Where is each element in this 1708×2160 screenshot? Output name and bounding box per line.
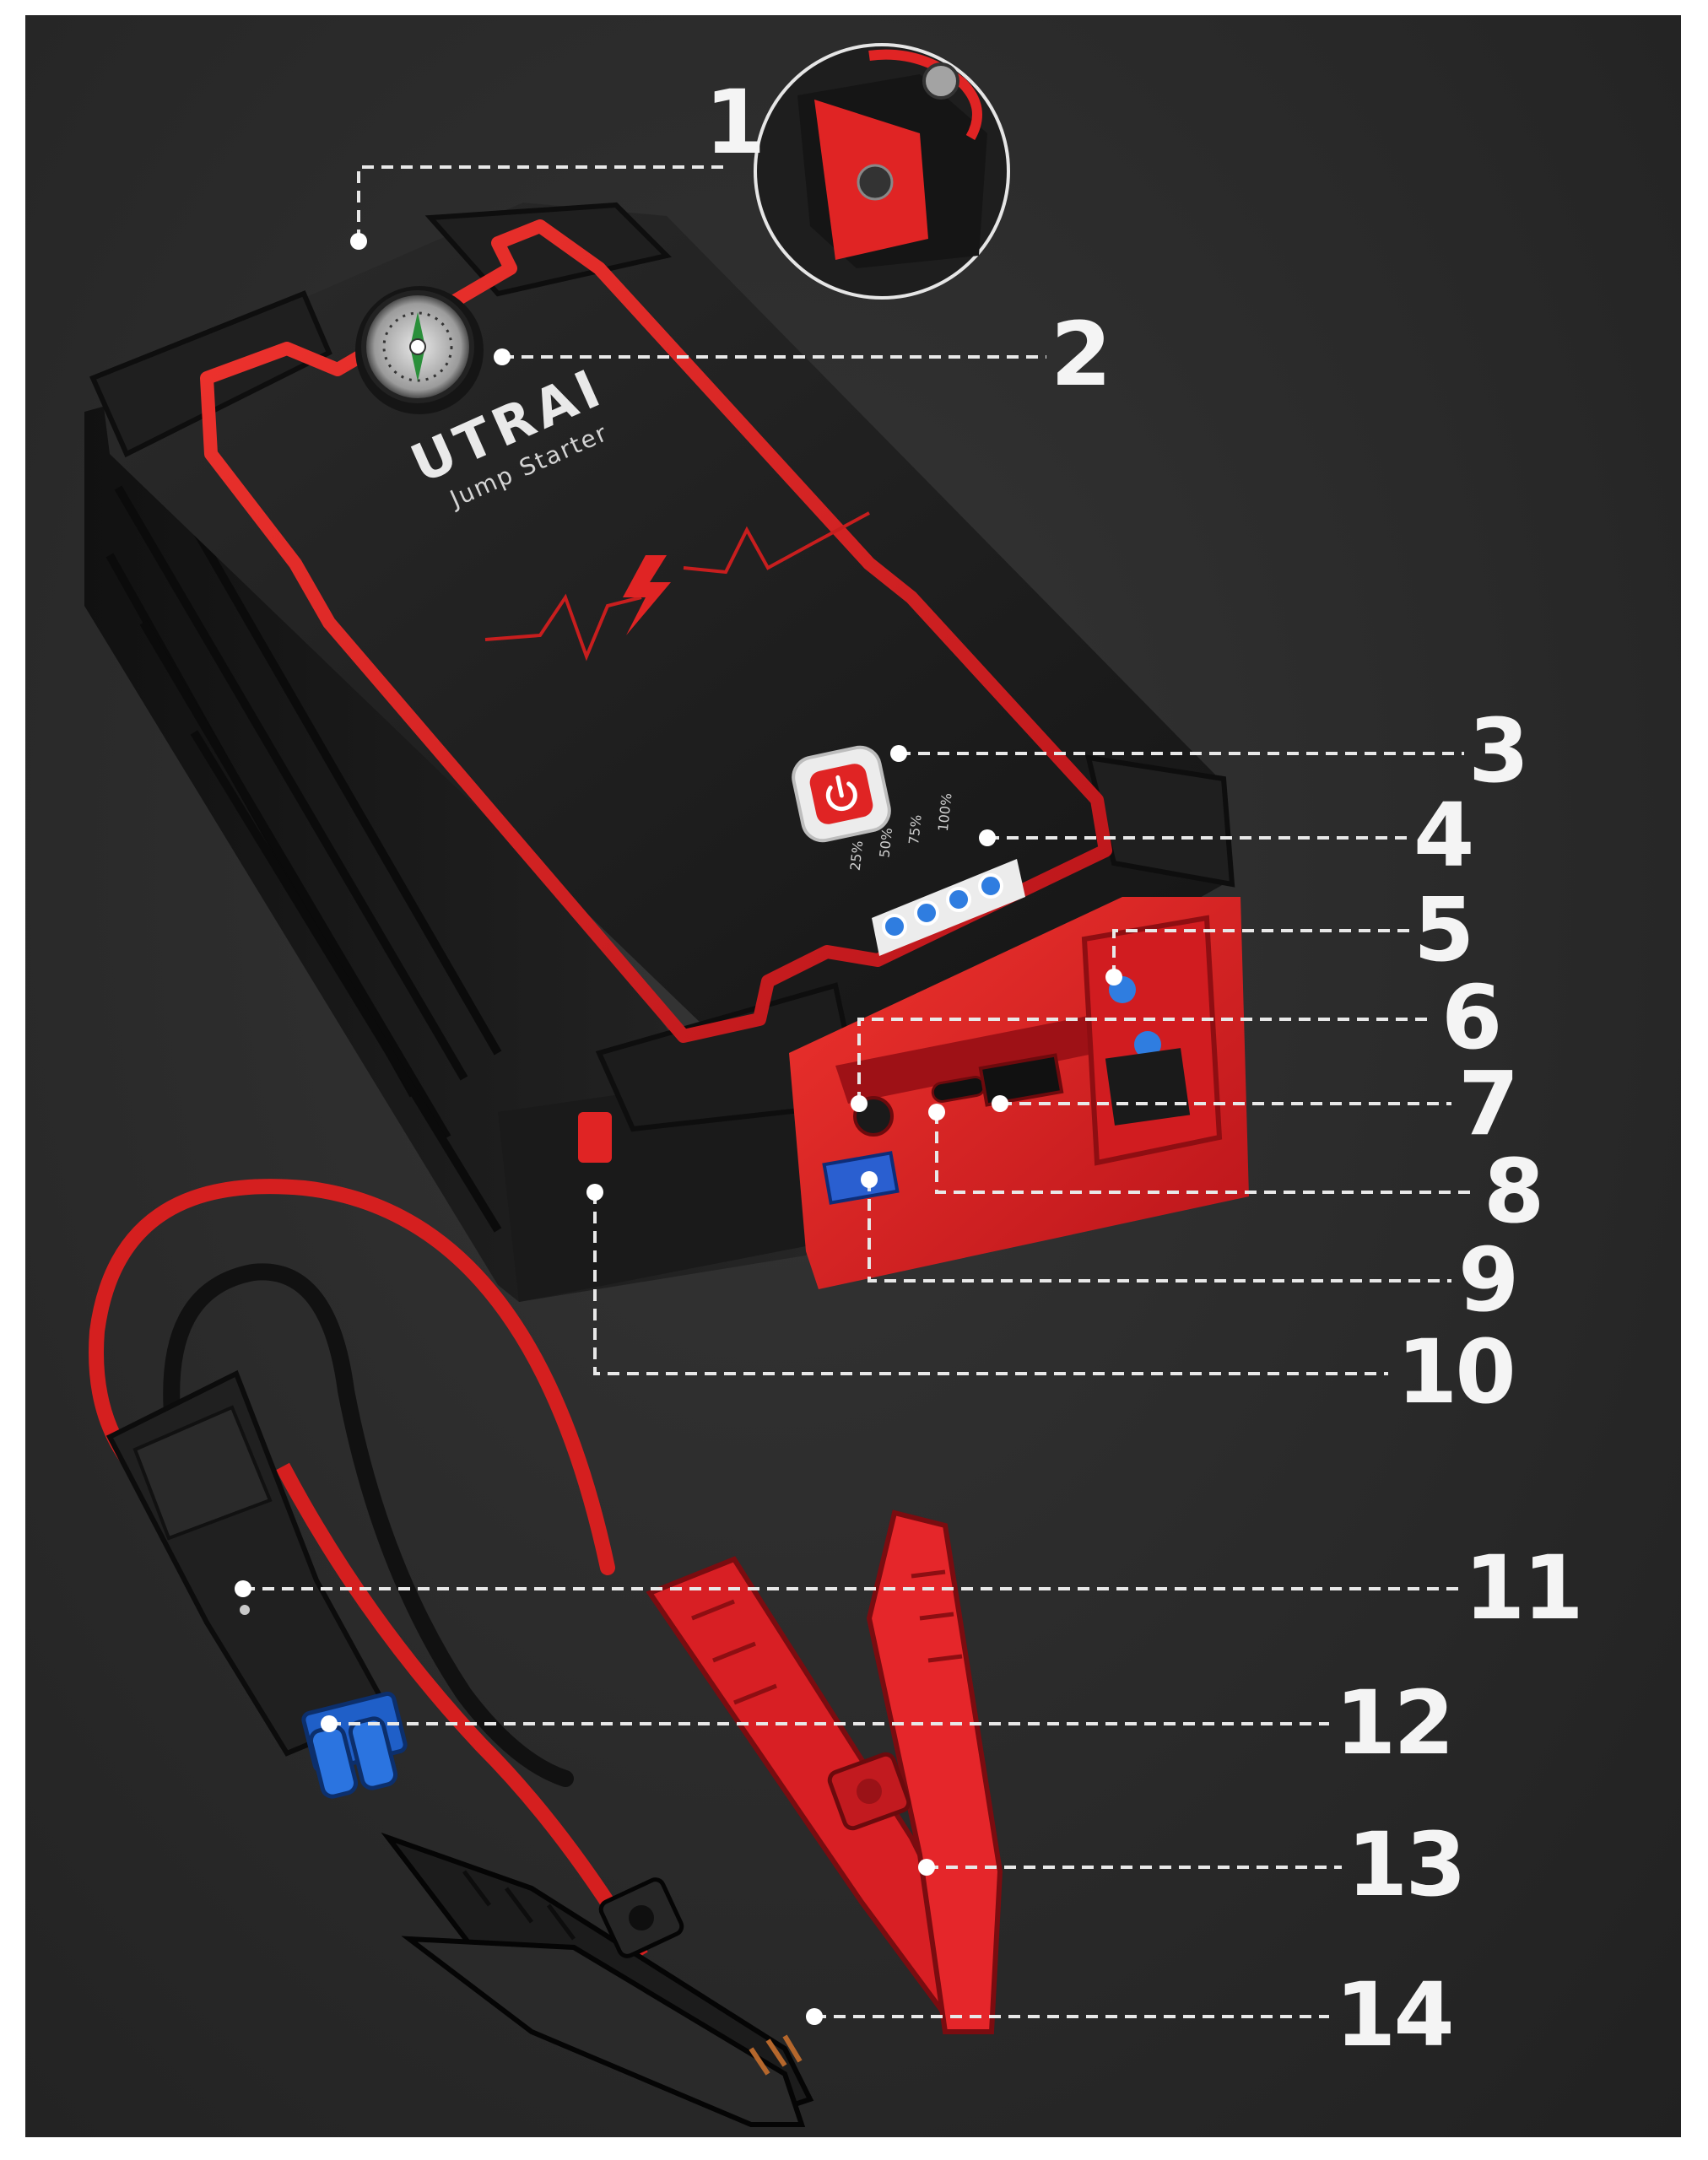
red-cable (89, 1179, 615, 1575)
red-cable-lower (276, 1462, 648, 1960)
callout-number-3: 3 (1468, 699, 1529, 802)
inset-button-icon (857, 164, 894, 201)
jump-starter-illustration: UTRAI Jump Starter 25%50%75%100% (84, 43, 1477, 2127)
battery-level-label: 75% (905, 814, 925, 845)
callout-number-8: 8 (1484, 1140, 1544, 1243)
battery-level-label: 100% (935, 792, 955, 832)
callout-number-5: 5 (1413, 878, 1474, 981)
product-photo: UTRAI Jump Starter 25%50%75%100% (25, 15, 1681, 2137)
body-top-face (101, 202, 1224, 1112)
anchor-dot-2 (494, 348, 511, 365)
smart-clamp-indicator-led (240, 1605, 250, 1615)
callout-number-4: 4 (1413, 784, 1474, 887)
callout-number-6: 6 (1441, 966, 1502, 1069)
body-side-ribs (105, 451, 502, 1233)
heartbeat-graphic (484, 511, 870, 662)
callout-anchor-dots (235, 233, 1122, 2025)
callout-number-14: 14 (1335, 1963, 1455, 2066)
detail-inset (754, 43, 1010, 300)
anchor-dot-1 (350, 233, 367, 250)
anchor-dot-8 (928, 1104, 945, 1120)
leader-6 (857, 1018, 1435, 1104)
leader-9 (868, 1180, 1451, 1282)
side-flashlight (578, 1112, 612, 1163)
callout-number-11: 11 (1464, 1536, 1584, 1639)
black-clamp-icon (381, 1832, 814, 2127)
battery-level-label: 25% (847, 840, 867, 871)
compass-icon (355, 286, 484, 414)
battery-led (882, 914, 907, 939)
leader-10 (593, 1192, 1388, 1375)
ec5-socket-pin-2 (1134, 1031, 1161, 1058)
power-button[interactable] (790, 743, 894, 844)
anchor-dot-7 (992, 1095, 1008, 1112)
callout-number-10: 10 (1397, 1320, 1516, 1423)
red-clamp-icon (646, 1509, 1003, 2034)
callout-number-9: 9 (1458, 1228, 1519, 1331)
callout-number-7: 7 (1458, 1052, 1519, 1155)
anchor-dot-3 (890, 745, 907, 762)
anchor-dot-10 (586, 1184, 603, 1201)
ec5-connector-icon (301, 1691, 408, 1799)
callout-number-2: 2 (1051, 303, 1111, 406)
leader-5 (1112, 929, 1409, 977)
jumper-cable-assembly (89, 1179, 1003, 2127)
battery-led (946, 887, 971, 912)
red-trim-outline (200, 219, 1112, 1043)
usb-a-port-icon[interactable] (978, 1053, 1064, 1107)
battery-level-labels: 25% 50% 75% 100% (847, 792, 955, 872)
anchor-dot-14 (806, 2008, 823, 2025)
battery-led (914, 900, 939, 926)
usb-qc-port-icon[interactable] (822, 1151, 900, 1205)
battery-led (978, 873, 1003, 899)
anchor-dot-13 (918, 1859, 935, 1876)
battery-level-label: 50% (876, 827, 895, 858)
anchor-dot-6 (851, 1095, 868, 1112)
anchor-dot-5 (1105, 969, 1122, 986)
callout-number-1: 1 (705, 71, 765, 174)
battery-leds (882, 873, 1003, 939)
callout-number-12: 12 (1335, 1671, 1455, 1774)
lightning-bolt-icon (623, 555, 671, 635)
callout-leader-lines (243, 165, 1477, 2018)
port-panel-inner-edge (835, 1011, 1118, 1104)
inset-compass-icon (922, 62, 959, 100)
callout-number-13: 13 (1347, 1813, 1467, 1916)
jump-starter-body (84, 202, 1235, 1302)
power-icon (825, 775, 857, 812)
smart-clamp-module-top (132, 1405, 273, 1541)
bumper-top-right (424, 202, 672, 297)
anchor-dot-4 (979, 829, 996, 846)
anchor-dot-11 (235, 1580, 251, 1597)
anchor-dot-12 (321, 1715, 338, 1732)
leader-1 (357, 165, 730, 241)
ec5-socket-opening[interactable] (1105, 1048, 1191, 1126)
black-cable (163, 1263, 574, 1787)
leader-8 (935, 1112, 1477, 1194)
battery-indicator: 25% 50% 75% 100% (847, 792, 1025, 956)
anchor-dot-9 (861, 1171, 878, 1188)
